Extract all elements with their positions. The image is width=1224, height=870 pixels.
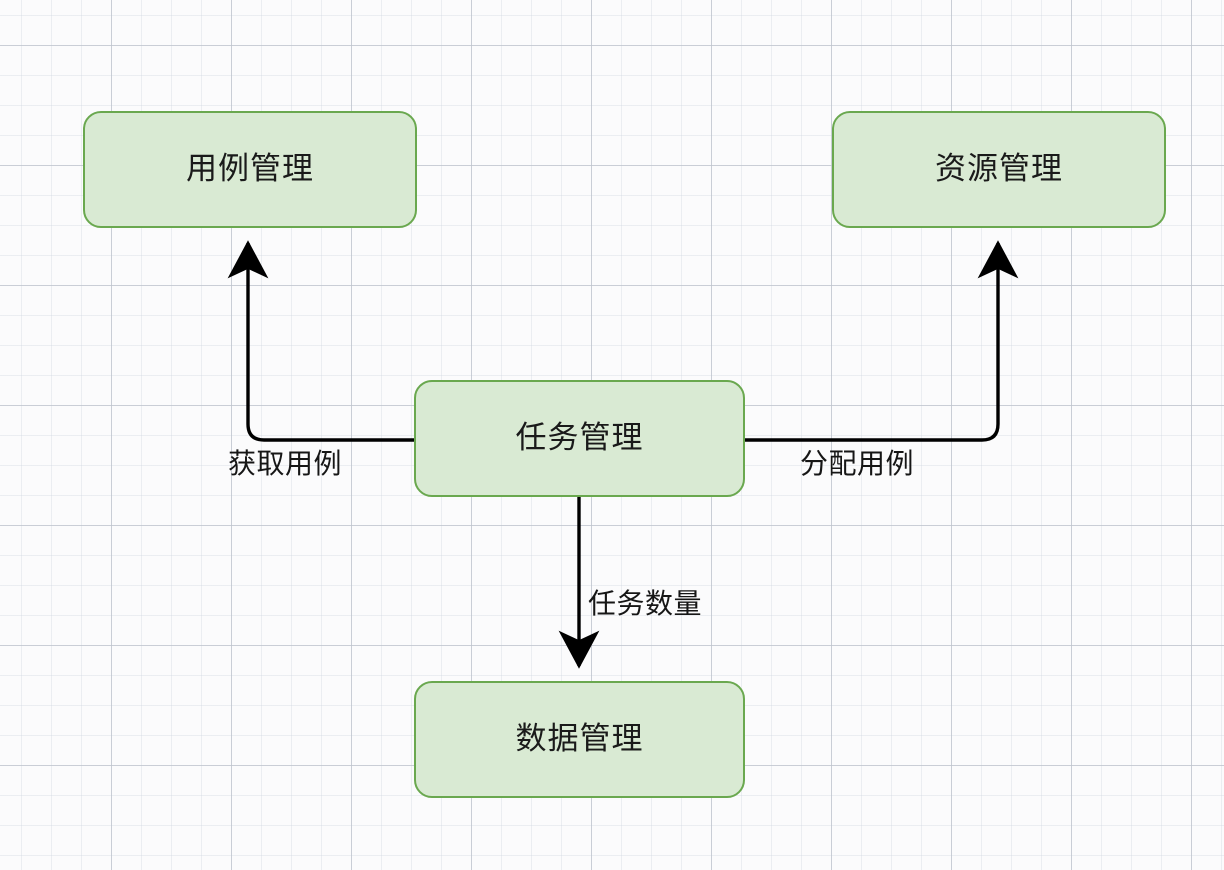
node-usecase-management[interactable]: 用例管理 (83, 111, 417, 228)
node-task-management[interactable]: 任务管理 (414, 380, 745, 497)
edge-task-to-resource (745, 240, 1019, 442)
edge-label-get-usecase: 获取用例 (228, 447, 343, 480)
edge-label-assign-usecase: 分配用例 (800, 447, 915, 480)
node-data-management[interactable]: 数据管理 (414, 681, 745, 798)
node-resource-management-label: 资源管理 (935, 151, 1063, 187)
node-usecase-management-label: 用例管理 (186, 151, 314, 187)
node-task-management-label: 任务管理 (515, 420, 644, 456)
edge-label-task-count: 任务数量 (588, 587, 703, 620)
node-resource-management[interactable]: 资源管理 (832, 111, 1166, 228)
node-data-management-label: 数据管理 (515, 721, 644, 757)
edge-task-to-usecase (227, 240, 414, 442)
